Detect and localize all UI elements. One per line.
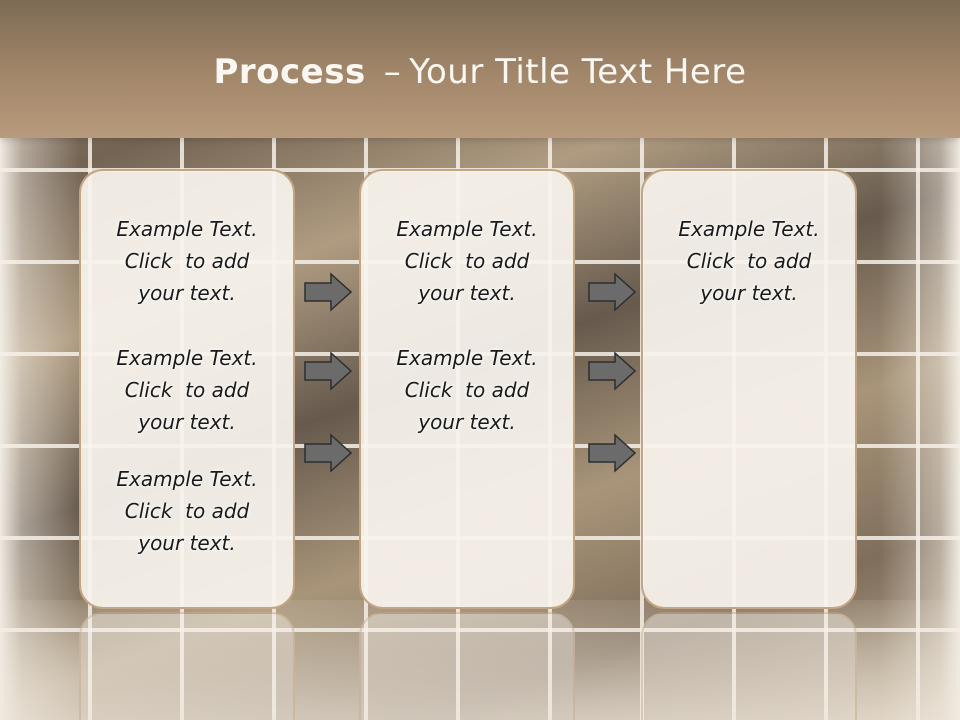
- right-arrow-icon[interactable]: [587, 433, 637, 473]
- process-box-3[interactable]: Example Text. Click to add your text.: [641, 169, 857, 609]
- title-text: Your Title Text Here: [409, 52, 747, 92]
- text-line: your text.: [700, 281, 798, 305]
- text-line: Click to add: [404, 249, 530, 273]
- process-box-1[interactable]: Example Text. Click to add your text. Ex…: [79, 169, 295, 609]
- text-placeholder[interactable]: Example Text. Click to add your text.: [643, 213, 855, 309]
- process-box-1-reflection: [79, 612, 295, 720]
- process-box-2[interactable]: Example Text. Click to add your text. Ex…: [359, 169, 575, 609]
- right-arrow-icon[interactable]: [303, 433, 353, 473]
- text-line: your text.: [138, 410, 236, 434]
- slide-title[interactable]: Process–Your Title Text Here: [0, 52, 960, 92]
- text-line: your text.: [418, 410, 516, 434]
- text-line: Example Text.: [116, 217, 258, 241]
- text-line: Click to add: [404, 378, 530, 402]
- process-box-2-reflection: [359, 612, 575, 720]
- process-box-3-reflection: [641, 612, 857, 720]
- right-arrow-icon[interactable]: [303, 272, 353, 312]
- text-line: your text.: [138, 531, 236, 555]
- text-line: Click to add: [124, 378, 250, 402]
- text-line: your text.: [138, 281, 236, 305]
- right-arrow-icon[interactable]: [587, 272, 637, 312]
- text-line: Example Text.: [396, 346, 538, 370]
- text-line: Example Text.: [116, 467, 258, 491]
- title-bold: Process: [213, 52, 366, 92]
- text-line: Click to add: [124, 249, 250, 273]
- title-dash: –: [383, 52, 402, 92]
- right-arrow-icon[interactable]: [303, 351, 353, 391]
- text-placeholder[interactable]: Example Text. Click to add your text.: [81, 342, 293, 438]
- text-line: Example Text.: [396, 217, 538, 241]
- title-bar: Process–Your Title Text Here: [0, 0, 960, 138]
- text-line: Click to add: [686, 249, 812, 273]
- text-line: Example Text.: [116, 346, 258, 370]
- text-placeholder[interactable]: Example Text. Click to add your text.: [81, 213, 293, 309]
- text-line: Click to add: [124, 499, 250, 523]
- text-line: your text.: [418, 281, 516, 305]
- right-arrow-icon[interactable]: [587, 351, 637, 391]
- text-placeholder[interactable]: Example Text. Click to add your text.: [361, 213, 573, 309]
- reflection-fade: [0, 600, 960, 720]
- text-placeholder[interactable]: Example Text. Click to add your text.: [81, 463, 293, 559]
- text-line: Example Text.: [678, 217, 820, 241]
- text-placeholder[interactable]: Example Text. Click to add your text.: [361, 342, 573, 438]
